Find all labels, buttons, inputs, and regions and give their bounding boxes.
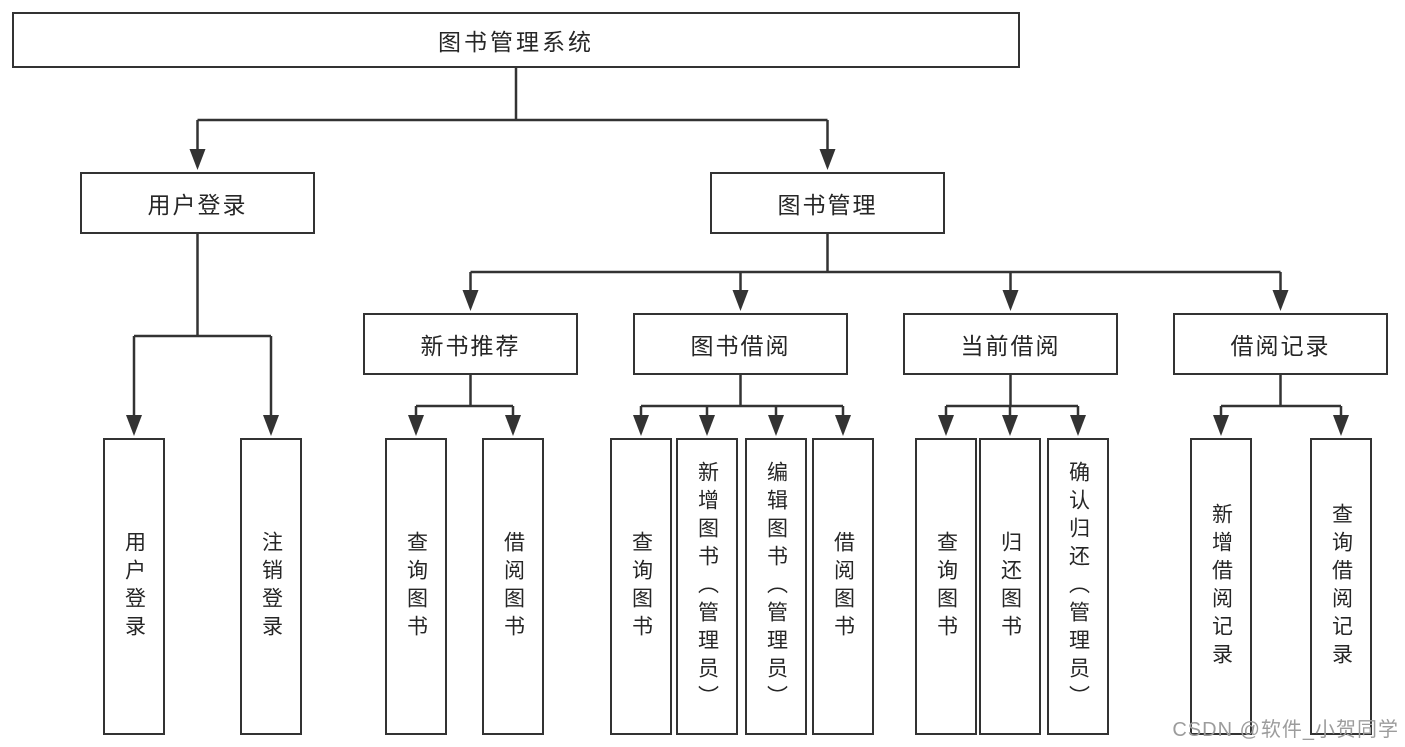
branch-current-borrowing: 当前借阅 bbox=[903, 313, 1118, 375]
leaf-query-books-borrowing: 查询图书 bbox=[610, 438, 672, 735]
branch-new-book-recommend: 新书推荐 bbox=[363, 313, 578, 375]
node-root-system: 图书管理系统 bbox=[12, 12, 1020, 68]
leaf-edit-book-admin: 编辑图书（管理员） bbox=[745, 438, 807, 735]
branch-book-management: 图书管理 bbox=[710, 172, 945, 234]
leaf-logout-label: 注销登录 bbox=[259, 530, 283, 643]
leaf-query-books-recommend: 查询图书 bbox=[385, 438, 447, 735]
leaf-query-borrow-record-label: 查询借阅记录 bbox=[1329, 502, 1353, 671]
leaf-return-books: 归还图书 bbox=[979, 438, 1041, 735]
leaf-add-book-admin-label: 新增图书（管理员） bbox=[695, 460, 719, 713]
leaf-borrow-books-recommend: 借阅图书 bbox=[482, 438, 544, 735]
leaf-query-books-current: 查询图书 bbox=[915, 438, 977, 735]
leaf-add-borrow-record: 新增借阅记录 bbox=[1190, 438, 1252, 735]
branch-borrowing-records: 借阅记录 bbox=[1173, 313, 1388, 375]
branch-book-borrowing: 图书借阅 bbox=[633, 313, 848, 375]
branch-user-login: 用户登录 bbox=[80, 172, 315, 234]
leaf-confirm-return-admin-label: 确认归还（管理员） bbox=[1066, 460, 1090, 713]
leaf-edit-book-admin-label: 编辑图书（管理员） bbox=[764, 460, 788, 713]
leaf-user-login: 用户登录 bbox=[103, 438, 165, 735]
leaf-borrow-books-recommend-label: 借阅图书 bbox=[501, 530, 525, 643]
leaf-return-books-label: 归还图书 bbox=[998, 530, 1022, 643]
tree-branch-lines bbox=[132, 68, 1343, 418]
leaf-query-borrow-record: 查询借阅记录 bbox=[1310, 438, 1372, 735]
arrowhead-icons bbox=[126, 149, 1349, 436]
leaf-borrow-books-borrowing: 借阅图书 bbox=[812, 438, 874, 735]
leaf-query-books-current-label: 查询图书 bbox=[934, 530, 958, 643]
leaf-add-book-admin: 新增图书（管理员） bbox=[676, 438, 738, 735]
leaf-query-books-borrowing-label: 查询图书 bbox=[629, 530, 653, 643]
leaf-user-login-label: 用户登录 bbox=[122, 530, 146, 643]
leaf-confirm-return-admin: 确认归还（管理员） bbox=[1047, 438, 1109, 735]
leaf-query-books-recommend-label: 查询图书 bbox=[404, 530, 428, 643]
leaf-add-borrow-record-label: 新增借阅记录 bbox=[1209, 502, 1233, 671]
leaf-borrow-books-borrowing-label: 借阅图书 bbox=[831, 530, 855, 643]
leaf-logout: 注销登录 bbox=[240, 438, 302, 735]
watermark: CSDN @软件_小贺同学 bbox=[1172, 719, 1399, 741]
